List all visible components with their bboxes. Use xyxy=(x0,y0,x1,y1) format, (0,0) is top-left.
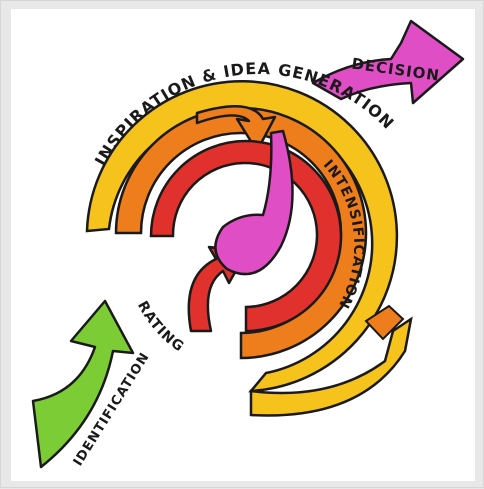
magenta-core xyxy=(214,129,294,276)
identification-arrow xyxy=(31,299,135,469)
decision-arrow xyxy=(311,19,465,105)
